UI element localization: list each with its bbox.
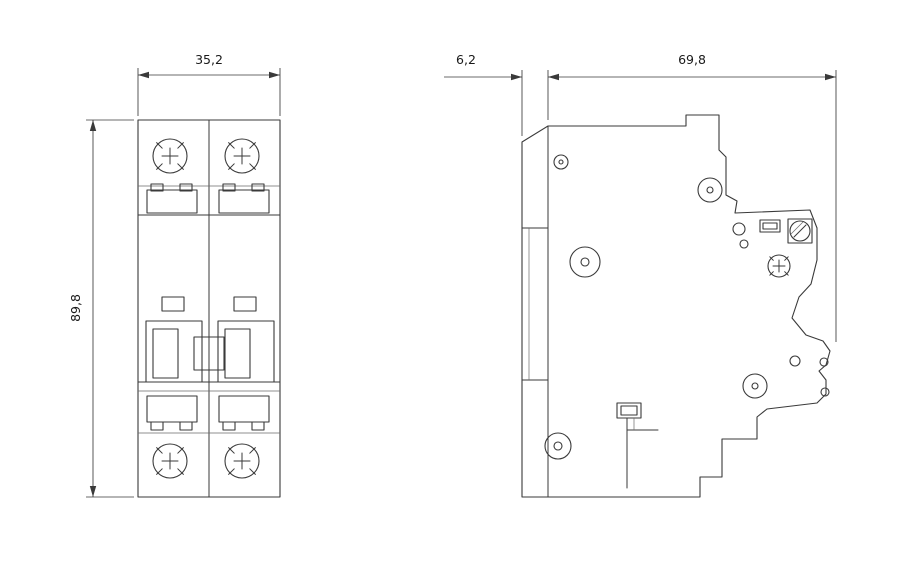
bottom-screw-left-icon — [152, 443, 188, 479]
arrowhead — [89, 486, 97, 497]
clamp-tab — [251, 421, 265, 431]
terminal-window-inner — [762, 222, 778, 230]
top-clamp-left — [146, 189, 198, 214]
small-hole-1 — [732, 222, 746, 236]
clip-hole-lower — [820, 387, 830, 397]
side-phillips-screw-icon — [767, 254, 791, 278]
clip-hole-upper — [819, 357, 829, 367]
bottom-screw-right-icon — [224, 443, 260, 479]
handle-tie-bar — [193, 336, 225, 371]
rivet-center — [706, 186, 714, 194]
pivot-hole — [789, 355, 801, 367]
dimension-label-side-depth: 69,8 — [678, 52, 706, 67]
bottom-clamp-left — [146, 395, 198, 423]
toggle-handle-left — [152, 328, 179, 379]
rivet-top-right — [697, 177, 723, 203]
rivet-center — [558, 159, 564, 165]
dimension-label-front-height: 89,8 — [68, 294, 83, 322]
terminal-screw-housing — [787, 218, 813, 244]
arrowhead — [511, 73, 522, 81]
clamp-tab — [179, 183, 193, 192]
clamp-tab — [222, 421, 236, 431]
terminal-screw-icon — [789, 220, 811, 242]
arrowhead — [548, 73, 559, 81]
arrowhead — [825, 73, 836, 81]
clamp-tab — [150, 421, 164, 431]
screw-slot — [790, 221, 804, 235]
clamp-tab — [251, 183, 265, 192]
front-view — [137, 119, 281, 498]
rivet-mid-left — [569, 246, 601, 278]
side-body-outline — [521, 114, 831, 498]
rivet-center — [553, 441, 563, 451]
bottom-clamp-right — [218, 395, 270, 423]
rivet-center — [580, 257, 590, 267]
bottom-window — [616, 402, 642, 419]
arrowhead — [89, 120, 97, 131]
dimension-label-front-width: 35,2 — [195, 52, 223, 67]
toggle-recess-right — [217, 320, 275, 383]
rivet-top-left — [553, 154, 569, 170]
dimension-label-side-rail-depth: 6,2 — [456, 52, 476, 67]
label-window-left — [161, 296, 185, 312]
small-hole-2 — [739, 239, 749, 249]
arrowhead — [138, 71, 149, 79]
bottom-window-inner — [620, 405, 638, 416]
top-clamp-right — [218, 189, 270, 214]
clamp-tab — [222, 183, 236, 192]
terminal-window — [759, 219, 781, 233]
rivet-bottom-left — [544, 432, 572, 460]
label-window-right — [233, 296, 257, 312]
top-screw-left-icon — [152, 138, 188, 174]
side-view — [521, 114, 831, 498]
clamp-tab — [179, 421, 193, 431]
dimension-side-depth: 69,8 — [548, 52, 837, 342]
screw-slot — [793, 224, 807, 238]
dimension-front-width: 35,2 — [137, 52, 281, 116]
dimension-side-rail-depth: 6,2 — [444, 52, 549, 136]
clamp-tab — [150, 183, 164, 192]
toggle-handle-right — [224, 328, 251, 379]
arrowhead — [269, 71, 280, 79]
dimension-front-height: 89,8 — [68, 119, 134, 498]
rivet-center — [751, 382, 759, 390]
rivet-bottom-right — [742, 373, 768, 399]
top-screw-right-icon — [224, 138, 260, 174]
